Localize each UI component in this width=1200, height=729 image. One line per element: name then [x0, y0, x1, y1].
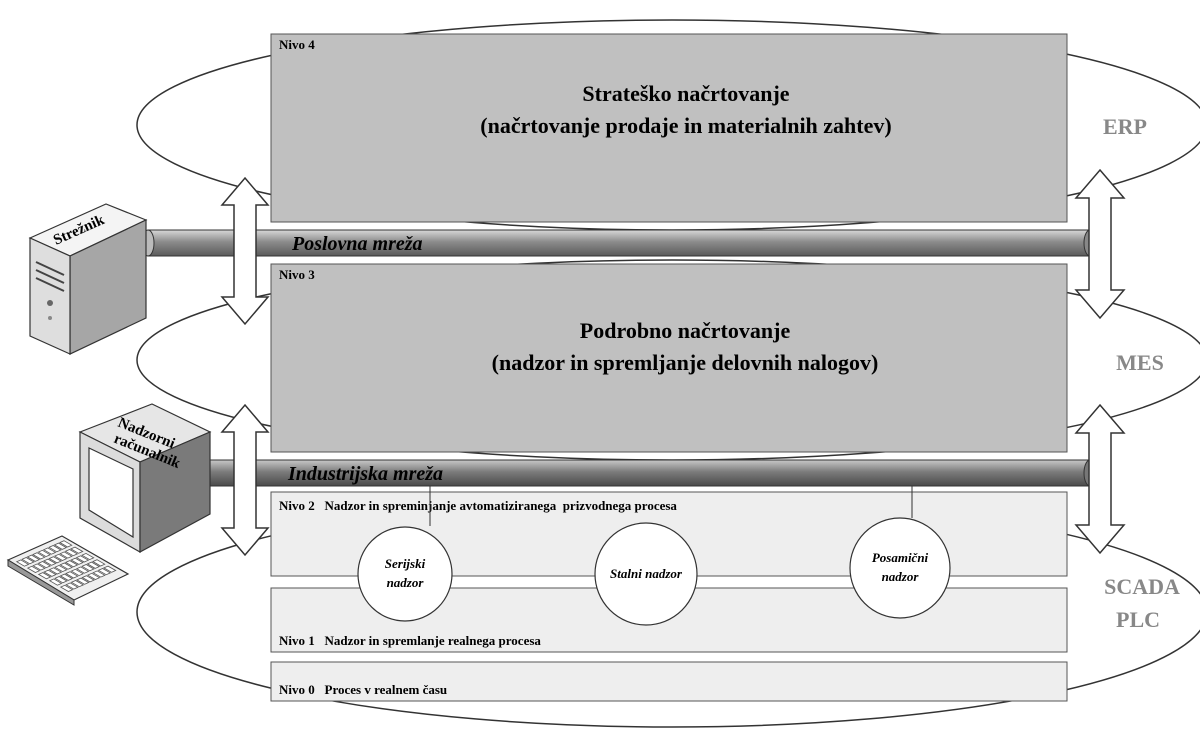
keyboard-key: [42, 547, 57, 555]
keyboard-key: [59, 573, 74, 581]
keyboard-key: [26, 565, 41, 573]
continuous-control-label: Stalni nadzor: [610, 566, 683, 581]
keyboard-key: [64, 560, 79, 568]
keyboard-key: [70, 557, 84, 565]
discrete-control-label-1: Posamični: [872, 550, 929, 565]
keyboard-icon: [6, 535, 130, 606]
business-network-pipe: [141, 229, 1097, 257]
continuous-control-circle: [594, 522, 698, 626]
erp-label: ERP: [1103, 114, 1147, 139]
keyboard-key: [48, 556, 62, 564]
nivo3-tag: Nivo 3: [279, 267, 315, 282]
keyboard-key: [59, 562, 73, 570]
keyboard-key: [59, 540, 73, 548]
keyboard-key: [37, 572, 52, 580]
keyboard-key: [15, 559, 30, 567]
nivo4-title: Strateško načrtovanje: [582, 81, 789, 106]
keyboard-key: [53, 542, 68, 550]
supervisory-computer-icon: [78, 403, 212, 554]
right-upper-double-arrow: [1074, 168, 1126, 320]
business-network-label: Poslovna mreža: [291, 233, 423, 255]
keyboard-key: [75, 555, 90, 563]
nivo3-title: Podrobno načrtovanje: [580, 318, 791, 343]
keyboard-key: [76, 577, 90, 585]
keyboard-key: [86, 561, 101, 569]
keyboard-key: [59, 551, 73, 559]
keyboard-key: [48, 578, 63, 586]
keyboard-key: [65, 582, 79, 590]
keyboard-key: [92, 570, 106, 578]
nivo4-tag: Nivo 4: [279, 37, 315, 52]
keyboard-key: [70, 546, 84, 554]
keyboard-key: [48, 545, 62, 553]
keyboard-key: [64, 549, 79, 557]
nivo0-box: [270, 661, 1068, 702]
nivo4-box: [270, 33, 1068, 223]
keyboard-key: [21, 557, 35, 565]
keyboard-key: [54, 576, 68, 584]
keyboard-key: [86, 572, 101, 580]
keyboard-key: [26, 554, 41, 562]
keyboard-key: [75, 566, 90, 574]
keyboard-key: [59, 584, 74, 592]
keyboard-key: [37, 549, 51, 558]
keyboard-key: [81, 564, 95, 572]
scada-label: SCADA: [1104, 574, 1180, 599]
mes-label: MES: [1116, 350, 1164, 375]
serial-control-label-2: nadzor: [387, 575, 425, 590]
keyboard-key: [53, 553, 68, 561]
nivo3-subtitle: (nadzor in spremljanje delovnih nalogov): [492, 350, 879, 375]
keyboard-key: [103, 565, 117, 573]
nivo4-subtitle: (načrtovanje prodaje in materialnih zaht…: [480, 113, 891, 138]
keyboard-key: [43, 569, 57, 577]
nivo2-label: Nivo 2 Nadzor in spreminjanje avtomatizi…: [279, 498, 677, 513]
keyboard-key: [70, 568, 84, 577]
keyboard-key: [65, 571, 79, 579]
industrial-network-pipe: [204, 459, 1097, 487]
industrial-network-label: Industrijska mreža: [287, 463, 443, 485]
nivo0-label: Nivo 0 Proces v realnem času: [279, 682, 447, 697]
discrete-control-circle: [849, 517, 951, 619]
keyboard-key: [37, 561, 52, 569]
discrete-control-label-2: nadzor: [882, 569, 920, 584]
serial-control-label-1: Serijski: [385, 556, 426, 571]
right-lower-double-arrow: [1074, 403, 1126, 555]
keyboard-key: [81, 575, 95, 583]
nivo3-box: [270, 263, 1068, 453]
left-lower-double-arrow: [220, 403, 270, 557]
keyboard-key: [97, 568, 112, 576]
left-upper-double-arrow: [220, 176, 270, 326]
keyboard-key: [48, 567, 63, 575]
keyboard-key: [43, 558, 57, 566]
keyboard-key: [32, 552, 46, 560]
keyboard-key: [92, 559, 106, 567]
serial-control-circle: [357, 526, 453, 622]
nivo1-label: Nivo 1 Nadzor in spremlanje realnega pro…: [279, 633, 541, 648]
keyboard-key: [81, 552, 95, 561]
plc-label: PLC: [1116, 607, 1160, 632]
keyboard-key: [32, 563, 46, 571]
keyboard-key: [70, 580, 85, 588]
server-icon: [28, 203, 148, 355]
keyboard-key: [54, 564, 68, 573]
